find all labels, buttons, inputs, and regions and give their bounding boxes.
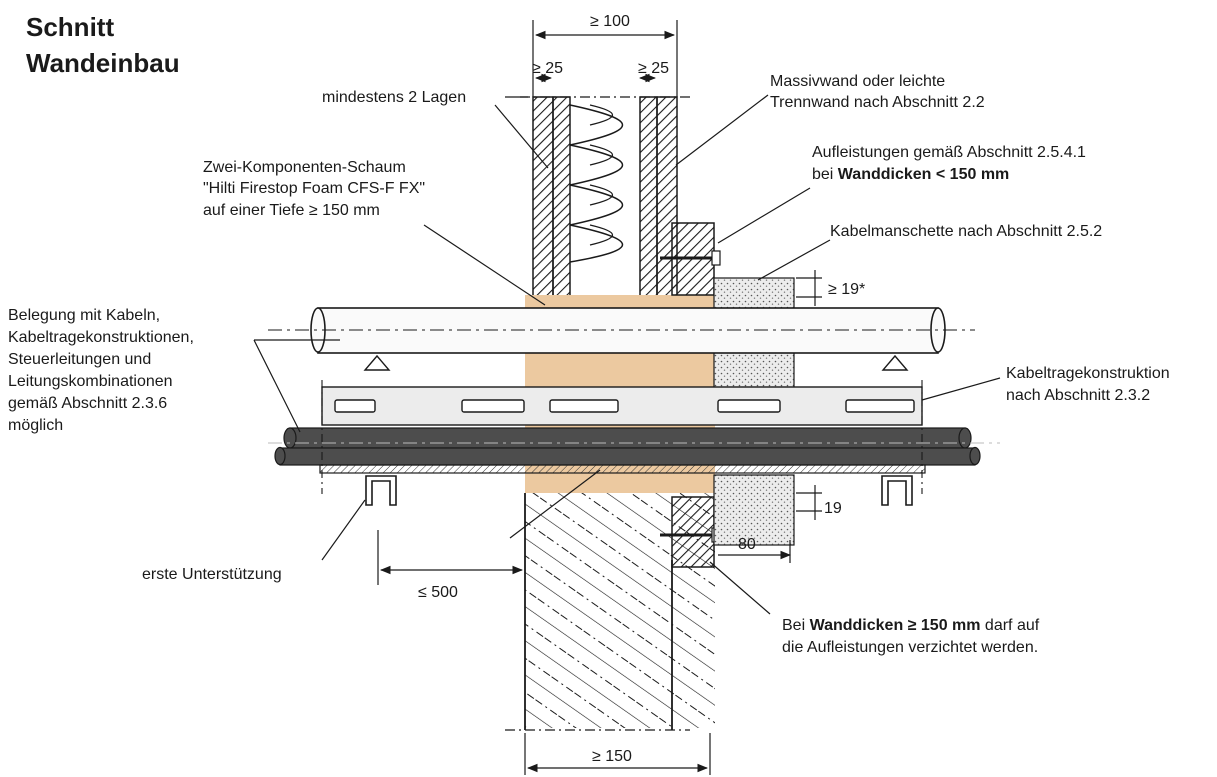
cable-collar-bottom (713, 474, 795, 546)
support-profile-left (365, 475, 397, 506)
dim-support-distance: ≤ 500 (418, 584, 458, 601)
label-tray: Kabeltragekonstruktion nach Abschnitt 2.… (1006, 365, 1174, 404)
label-cables: Belegung mit Kabeln, Kabeltragekonstrukt… (8, 307, 198, 434)
leader-lines (253, 94, 1001, 615)
label-wall: Massivwand oder leichte Trennwand nach A… (770, 73, 985, 111)
support-triangle-right (881, 354, 909, 371)
support-triangle-left (363, 354, 391, 371)
dimension-lines (377, 20, 822, 775)
dim-top-width: ≥ 100 (590, 13, 630, 30)
dim-batten-height: 19 (824, 500, 842, 517)
dim-left-layer: ≥ 25 (532, 60, 563, 77)
batten-top (660, 222, 721, 296)
label-collar: Kabelmanschette nach Abschnitt 2.5.2 (830, 223, 1102, 240)
support-profile-right (881, 475, 913, 506)
dim-bottom-width: ≥ 150 (592, 748, 632, 765)
label-thick-wall: Bei Wanddicken ≥ 150 mm darf auf die Auf… (782, 617, 1044, 656)
title-line-1: Schnitt (26, 12, 114, 42)
solid-wall (505, 493, 715, 731)
tray-bottom-bar (319, 464, 926, 474)
cable-pipe-top (268, 307, 975, 354)
dim-batten-width: 80 (738, 536, 756, 553)
insulation-zigzag (569, 104, 623, 263)
dark-cables (268, 427, 1000, 466)
label-foam: Zwei-Komponenten-Schaum "Hilti Firestop … (203, 159, 430, 219)
dim-right-layer: ≥ 25 (638, 60, 669, 77)
cable-tray (321, 386, 923, 426)
dim-collar-height: ≥ 19* (828, 281, 865, 298)
light-partition-wall (520, 96, 690, 298)
title-line-2: Wandeinbau (26, 48, 180, 78)
label-layers: mindestens 2 Lagen (322, 89, 466, 106)
label-first-support: erste Unterstützung (142, 566, 282, 583)
label-batten-top: Aufleistungen gemäß Abschnitt 2.5.4.1 be… (812, 144, 1090, 183)
